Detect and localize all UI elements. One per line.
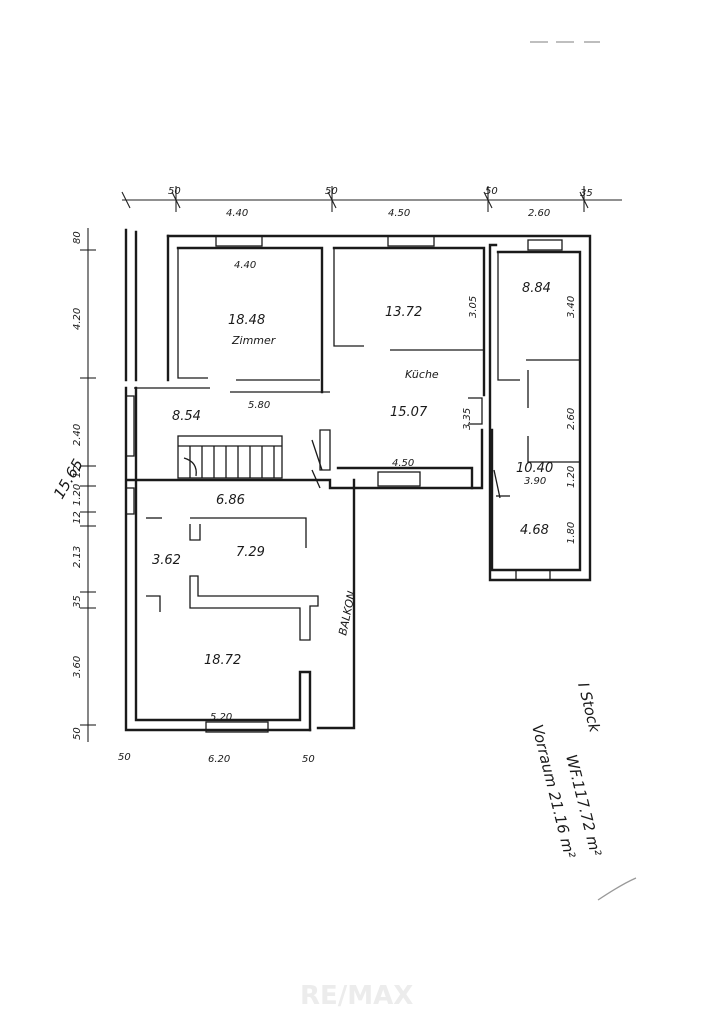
faint-marks [530,41,637,901]
bath-area: 10.40 [516,461,553,476]
left-dim-4: 12 [72,465,83,478]
floor-notes: I Stock WF.117.72 m² Vorraum 21.16 m² [528,681,605,861]
window-west-1 [125,395,135,457]
top-dim-1: 50 [168,186,181,197]
window-west-2 [125,487,135,515]
staircase [177,435,283,479]
bath-side-2: 1.20 [566,466,577,488]
top-dim-3: 50 [325,186,338,197]
window-center [377,471,421,487]
room-labels: 4.40 18.48 Zimmer 13.72 3.05 Küche 8.84 … [152,260,577,723]
top-dimension-line: 50 4.40 50 4.50 50 2.60 35 [121,186,622,219]
small-a-area: 3.62 [152,553,181,568]
big-room-area: 18.72 [204,653,241,668]
hall-area: 8.54 [172,409,201,424]
windows [125,235,563,733]
small-b-area: 7.29 [236,545,265,560]
zimmer-area: 18.48 [228,313,265,328]
left-dim-3: 2.40 [72,424,83,446]
top-dim-2: 4.40 [226,208,248,219]
kuche-name: Küche [405,368,439,381]
outer-walls [124,228,592,732]
window-wc [515,569,551,581]
wc-depth: 1.80 [566,522,577,544]
room-ne-area: 8.84 [522,281,551,296]
bottom-dim-2: 6.20 [208,754,230,765]
doors [311,439,501,499]
left-dim-9: 3.60 [72,656,83,678]
window-width: 4.50 [392,458,414,469]
wc-area: 4.68 [520,523,549,538]
left-dim-6: 12 [72,511,83,524]
left-dim-5: 1.20 [72,484,83,506]
room-ne-depth: 3.40 [566,296,577,318]
left-dimension-line: 80 4.20 2.40 12 1.20 12 2.13 35 3.60 50 [72,228,96,742]
kitchen-depth: 3.05 [468,296,479,318]
window-kitchen [387,235,435,247]
window-zimmer [215,235,263,247]
watermark-logo: RE/MAX [300,981,413,1011]
hall-width: 5.80 [248,400,270,411]
top-dim-4: 4.50 [388,208,410,219]
bath-width: 3.90 [524,476,546,487]
kitchen-area: 13.72 [385,305,422,320]
zimmer-name: Zimmer [231,334,277,347]
center-area: 15.07 [390,405,428,420]
floor-label: I Stock [574,681,604,736]
bottom-dim-3: 50 [302,754,315,765]
left-dim-2: 4.20 [72,308,83,330]
top-dim-7: 35 [580,188,593,199]
left-dim-10: 50 [72,727,83,740]
bath-side-1: 2.60 [566,408,577,430]
center-depth: 3.35 [462,408,473,430]
top-dim-6: 2.60 [528,208,550,219]
left-dim-8: 35 [72,595,83,608]
left-dim-7: 2.13 [72,546,83,568]
left-dim-1: 80 [72,231,83,244]
window-ne [527,239,563,251]
bottom-dim-1: 50 [118,752,131,763]
big-room-width: 5.20 [210,712,232,723]
zimmer-width: 4.40 [234,260,256,271]
inner-walls [134,248,580,641]
window-big-room [205,721,269,733]
top-dim-5: 50 [485,186,498,197]
bottom-dimension-line: 50 6.20 50 [118,752,315,765]
stair-area: 6.86 [216,493,245,508]
